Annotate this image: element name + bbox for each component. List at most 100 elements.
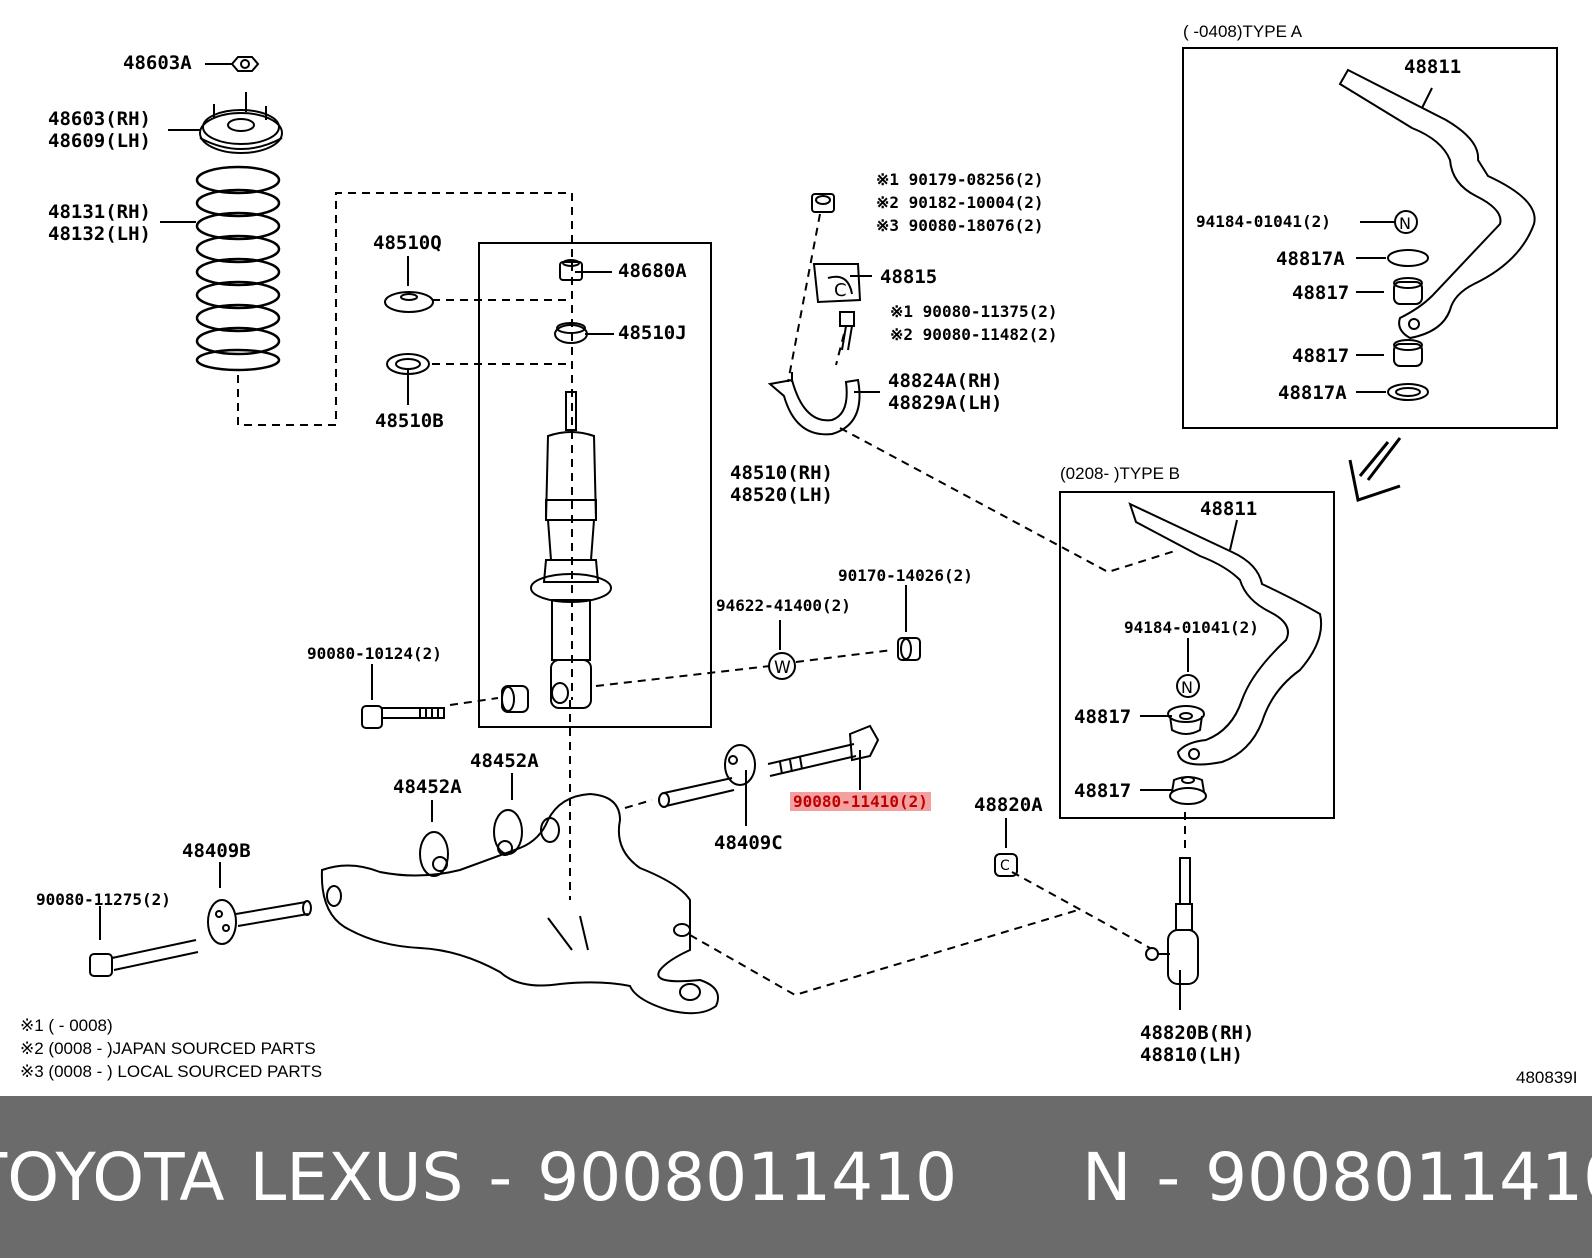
- label-48510-rh: 48510(RH): [730, 462, 833, 484]
- arrow-icon: [1348, 437, 1402, 502]
- part-number-banner: TOYOTA LEXUS - 9008011410 N - 9008011410: [0, 1096, 1592, 1258]
- stabilizer-link-icon: [1145, 857, 1199, 985]
- nut-90170-icon: [897, 637, 921, 661]
- label-48520-lh: 48520(LH): [730, 484, 833, 506]
- cushion-48817a-a2-icon: [1387, 383, 1429, 401]
- label-type-b-94184: 94184-01041(2): [1124, 618, 1259, 637]
- label-type-a-48817a-lower: 48817A: [1278, 382, 1347, 404]
- stabilizer-bar-a-icon: [1338, 68, 1536, 340]
- banner-spacer: [957, 1139, 1082, 1216]
- cushion-48817-b2-icon: [1169, 776, 1207, 805]
- label-note2-90080-11482: ※2 90080-11482(2): [890, 325, 1058, 344]
- label-48452a-upper: 48452A: [470, 750, 539, 772]
- label-note3-90080-18076: ※3 90080-18076(2): [876, 216, 1044, 235]
- dashed-connectors: [237, 192, 1186, 997]
- label-48452a-lower: 48452A: [393, 776, 462, 798]
- lower-control-arm-icon: [320, 792, 719, 1015]
- svg-text:W: W: [774, 658, 791, 678]
- leader-lines: [99, 63, 1433, 1010]
- label-90080-11410-highlighted[interactable]: 90080-11410(2): [790, 792, 931, 812]
- coil-spring-icon: [195, 165, 281, 372]
- type-a-box: [1182, 47, 1558, 429]
- label-48829a-lh: 48829A(LH): [888, 392, 1003, 414]
- bolt-90080-11410-icon: [767, 724, 880, 777]
- nut-90179-icon: [811, 193, 835, 213]
- label-94622-41400: 94622-41400(2): [716, 596, 851, 615]
- cushion-48817-b1-icon: [1167, 705, 1205, 735]
- diagram-reference-id: 480839I: [1516, 1068, 1578, 1087]
- label-48409c: 48409C: [714, 832, 783, 854]
- nut-n-b-icon: N: [1176, 674, 1200, 698]
- shock-absorber-icon: [530, 391, 612, 709]
- banner-text: TOYOTA LEXUS - 9008011410 N - 9008011410: [0, 1096, 1592, 1258]
- nut-48680a-icon: [559, 259, 583, 281]
- label-type-a-48811: 48811: [1404, 56, 1462, 78]
- label-48810-lh: 48810(LH): [1140, 1044, 1243, 1066]
- svg-text:N: N: [1399, 214, 1411, 233]
- cushion-48817-a1-icon: [1393, 277, 1423, 305]
- label-48409b: 48409B: [182, 840, 251, 862]
- bushing-icon: [501, 685, 529, 713]
- cam-plate-48409b-icon: [207, 899, 312, 945]
- footnote-1: ※1 ( - 0008): [20, 1016, 113, 1035]
- label-48820b-rh: 48820B(RH): [1140, 1022, 1255, 1044]
- svg-text:N: N: [1181, 678, 1193, 697]
- diagram-drawing: W: [89, 47, 1558, 1015]
- cushion-48817-a2-icon: [1393, 339, 1423, 367]
- label-48510q: 48510Q: [373, 232, 442, 254]
- label-48131-rh: 48131(RH): [48, 201, 151, 223]
- upper-mount-icon: [199, 92, 283, 154]
- label-48820a: 48820A: [974, 794, 1043, 816]
- label-48609-lh: 48609(LH): [48, 130, 151, 152]
- stabilizer-bushing-48815-icon: C: [812, 263, 862, 304]
- label-48603-rh: 48603(RH): [48, 108, 151, 130]
- label-note2-90182: ※2 90182-10004(2): [876, 193, 1044, 212]
- label-type-b-48817-upper: 48817: [1074, 706, 1132, 728]
- type-a-title: ( -0408)TYPE A: [1183, 22, 1303, 41]
- washer-48510q-icon: [384, 291, 434, 313]
- label-type-a-48817-upper: 48817: [1292, 282, 1350, 304]
- label-48603a: 48603A: [123, 52, 192, 74]
- footnote-3: ※3 (0008 - ) LOCAL SOURCED PARTS: [20, 1062, 323, 1081]
- banner-left-text: TOYOTA LEXUS - 9008011410: [0, 1138, 958, 1216]
- label-note1-90080-11375: ※1 90080-11375(2): [890, 302, 1058, 321]
- label-90080-10124: 90080-10124(2): [307, 644, 442, 663]
- washer-w-icon: W: [768, 652, 796, 680]
- label-90170-14026: 90170-14026(2): [838, 566, 973, 585]
- bolt-90080-10124-icon: [361, 705, 445, 729]
- bushing-48510j-icon: [554, 322, 588, 344]
- label-type-a-48817-lower: 48817: [1292, 345, 1350, 367]
- nut-n-a-icon: N: [1394, 210, 1418, 234]
- banner-right-text: N - 9008011410: [1082, 1138, 1592, 1216]
- label-type-a-48817a-upper: 48817A: [1276, 248, 1345, 270]
- highlight-90080-11410[interactable]: 90080-11410(2): [790, 792, 931, 811]
- svg-text:C: C: [834, 280, 847, 301]
- nut-48603a-icon: [230, 56, 260, 72]
- stabilizer-bar-b-icon: [1128, 502, 1323, 766]
- cam-plate-48409c-icon: [658, 744, 756, 808]
- label-type-b-48811: 48811: [1200, 498, 1258, 520]
- bolt-90080-11375-icon: [839, 311, 855, 351]
- cam-48452a-icon: [419, 809, 523, 877]
- washer-48510b-icon: [386, 353, 430, 375]
- label-48815: 48815: [880, 266, 938, 288]
- label-note1-90179: ※1 90179-08256(2): [876, 170, 1044, 189]
- label-48510b: 48510B: [375, 410, 444, 432]
- shock-absorber-box: [478, 242, 712, 728]
- label-90080-11275: 90080-11275(2): [36, 890, 171, 909]
- label-type-a-94184: 94184-01041(2): [1196, 212, 1331, 231]
- bolt-90080-11275-icon: [89, 939, 199, 977]
- type-b-box: [1059, 491, 1335, 819]
- bracket-48824a-icon: [767, 372, 861, 436]
- label-48824a-rh: 48824A(RH): [888, 370, 1003, 392]
- cushion-48817a-a1-icon: [1387, 249, 1429, 267]
- svg-text:C: C: [1000, 858, 1010, 874]
- label-48680a: 48680A: [618, 260, 687, 282]
- label-48132-lh: 48132(LH): [48, 223, 151, 245]
- label-48510j: 48510J: [618, 322, 687, 344]
- label-type-b-48817-lower: 48817: [1074, 780, 1132, 802]
- type-b-title: (0208- )TYPE B: [1060, 464, 1180, 483]
- parts-diagram: W: [20, 22, 1578, 1087]
- nut-48820a-icon: C: [994, 853, 1018, 877]
- footnote-2: ※2 (0008 - )JAPAN SOURCED PARTS: [20, 1039, 316, 1058]
